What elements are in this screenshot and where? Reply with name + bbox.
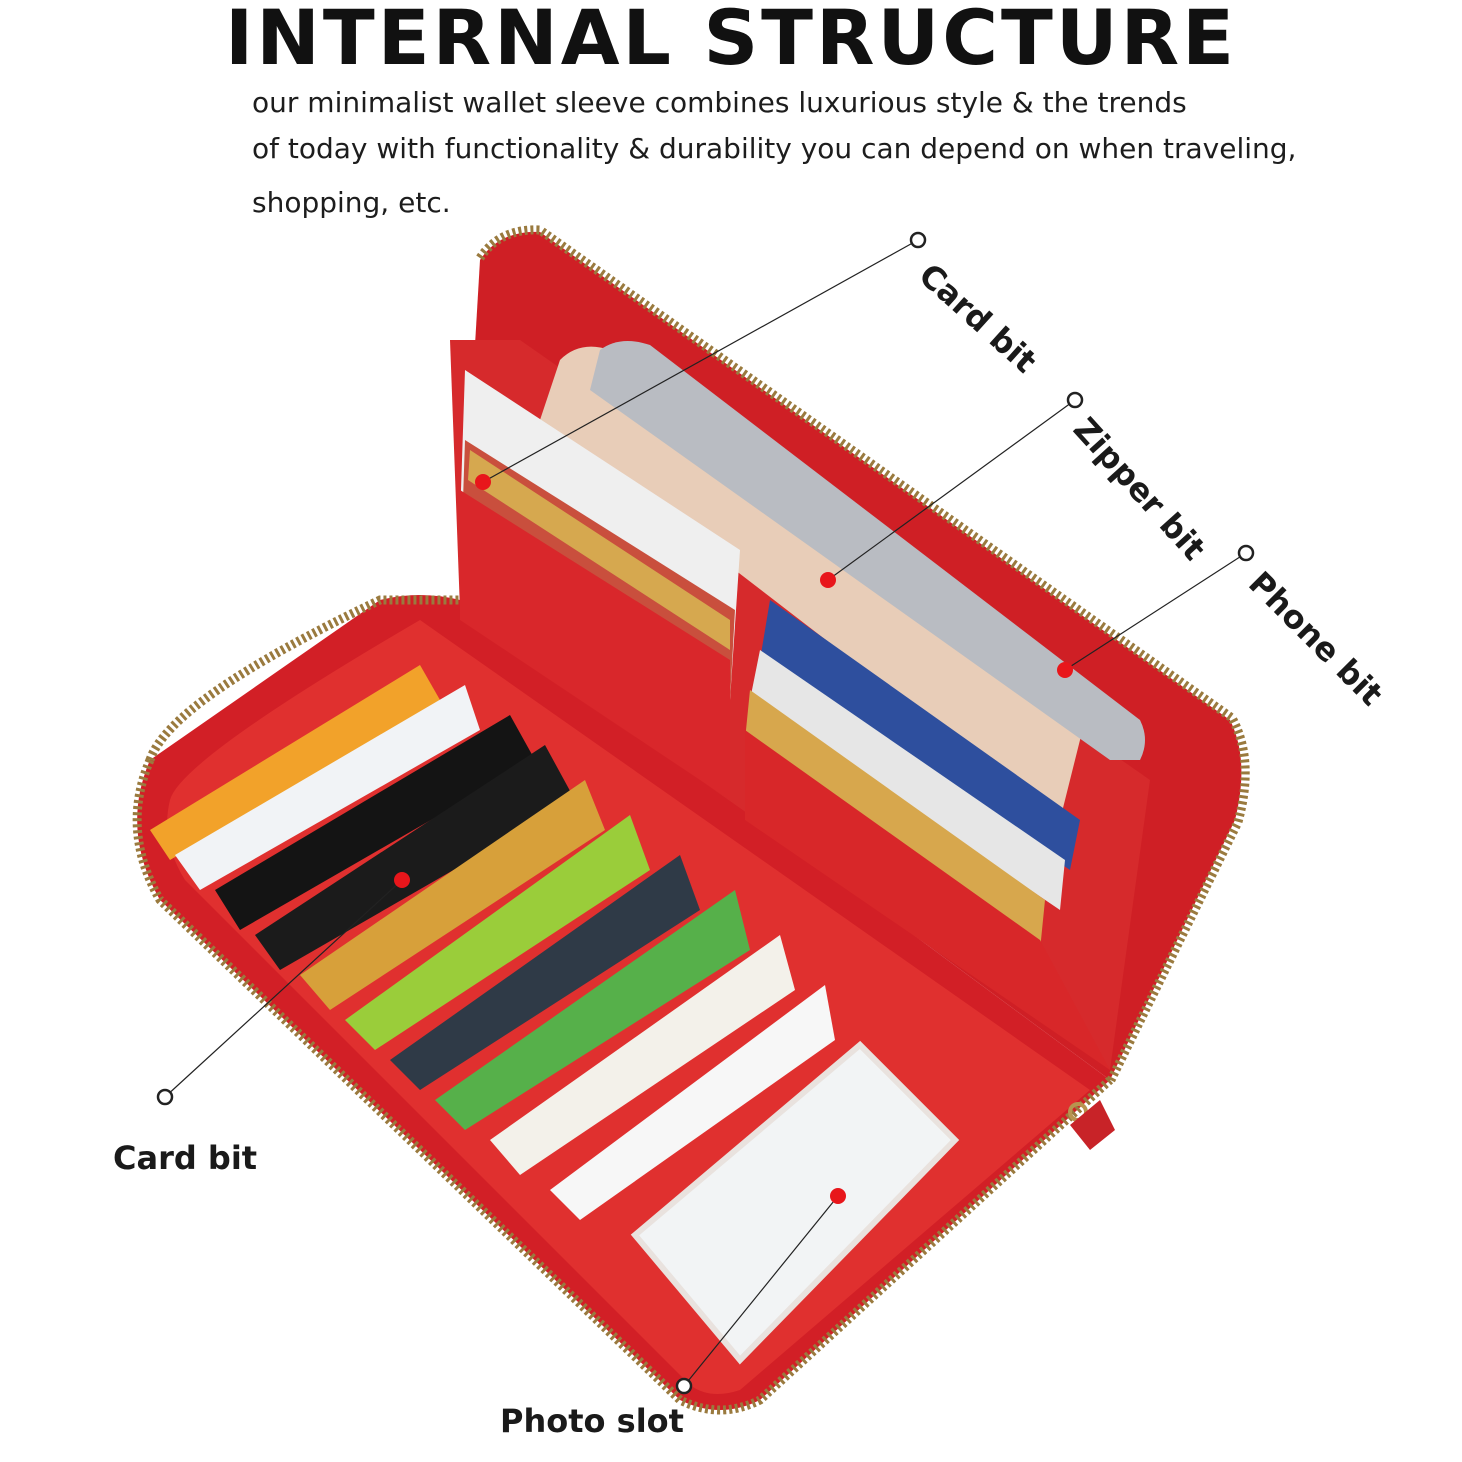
label-card-bit-left: Card bit [113,1139,258,1177]
description-line-1: our minimalist wallet sleeve combines lu… [252,86,1187,119]
callout-endpoint-card-bit-top [909,231,927,249]
marker-zipper-bit [820,572,836,588]
marker-phone-bit [1057,662,1073,678]
callout-endpoint-card-bit-left [156,1088,174,1106]
callout-endpoint-photo-slot [675,1377,693,1395]
zipper-upper [476,225,1250,1084]
marker-card-bit-left [394,872,410,888]
description-line-3: shopping, etc. [252,186,451,219]
description-line-2: of today with functionality & durability… [252,132,1297,165]
upper-right-slot-face [745,730,1110,1070]
photo-slot-window [630,1040,960,1365]
marker-card-bit-top [475,474,491,490]
upper-left-slot-face [460,490,730,800]
callout-endpoint-zipper-bit [1066,391,1084,409]
page-title: INTERNAL STRUCTURE [224,0,1238,82]
label-photo-slot: Photo slot [500,1402,684,1440]
callout-endpoint-phone-bit [1237,544,1255,562]
zipper-lower [132,758,1114,1415]
bills-stack [540,346,1090,820]
marker-photo-slot [830,1188,846,1204]
